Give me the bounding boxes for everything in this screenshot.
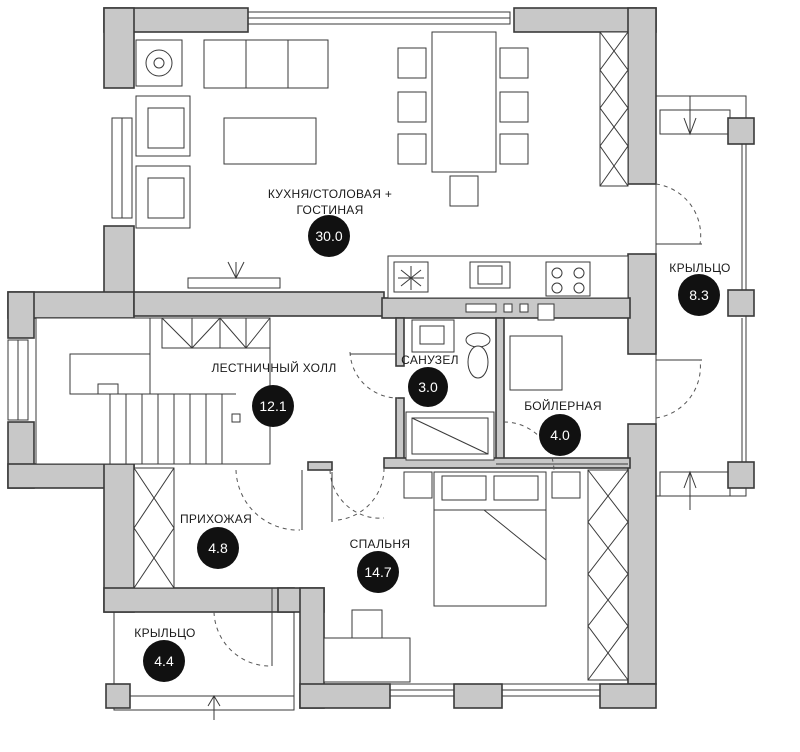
area-kitchen: 30.0 [315,228,342,244]
room-bathroom: САНУЗЕЛ 3.0 [401,353,459,407]
room-bedroom: СПАЛЬНЯ 14.7 [350,537,411,593]
room-boiler: БОЙЛЕРНАЯ 4.0 [524,398,602,456]
windows [7,11,601,697]
area-badge [539,414,581,456]
area-boiler: 4.0 [550,427,570,443]
area-hallway: 4.8 [208,540,228,556]
door-swings [213,183,702,667]
area-stair-hall: 12.1 [259,398,286,414]
area-badge [408,367,448,407]
room-porch-bottom: КРЫЛЬЦО 4.4 [134,626,195,682]
room-name-porch-right: КРЫЛЬЦО [669,261,730,275]
area-badge [678,274,720,316]
area-porch-bottom: 4.4 [154,653,174,669]
area-badge [252,385,294,427]
room-porch-right: КРЫЛЬЦО 8.3 [669,261,730,316]
area-badge [197,527,239,569]
room-hallway: ПРИХОЖАЯ 4.8 [180,512,252,569]
staircase [35,317,271,465]
room-name-bedroom: СПАЛЬНЯ [350,537,411,551]
room-name-hallway: ПРИХОЖАЯ [180,512,252,526]
room-name-stair-hall: ЛЕСТНИЧНЫЙ ХОЛЛ [211,360,336,375]
room-name-kitchen: КУХНЯ/СТОЛОВАЯ + [268,187,392,201]
room-stair-hall: ЛЕСТНИЧНЫЙ ХОЛЛ 12.1 [211,360,336,427]
kitchen-furniture [135,31,629,321]
porch-bottom [105,609,295,720]
room-name-bathroom: САНУЗЕЛ [401,353,459,367]
hallway-wardrobe [133,467,175,589]
bathroom-fixtures [405,319,495,461]
boiler-equipment [496,335,628,465]
bedroom-furniture [323,469,629,683]
room-kitchen-living: КУХНЯ/СТОЛОВАЯ + ГОСТИНАЯ 30.0 [268,187,392,257]
area-badge [357,551,399,593]
area-bathroom: 3.0 [418,379,438,395]
walls [7,7,657,709]
area-badge [143,640,185,682]
room-name-porch-bottom: КРЫЛЬЦО [134,626,195,640]
room-name-kitchen-line2: ГОСТИНАЯ [296,203,363,217]
area-porch-right: 8.3 [689,287,709,303]
area-badge [308,215,350,257]
area-bedroom: 14.7 [364,564,391,580]
room-name-boiler: БОЙЛЕРНАЯ [524,398,602,413]
